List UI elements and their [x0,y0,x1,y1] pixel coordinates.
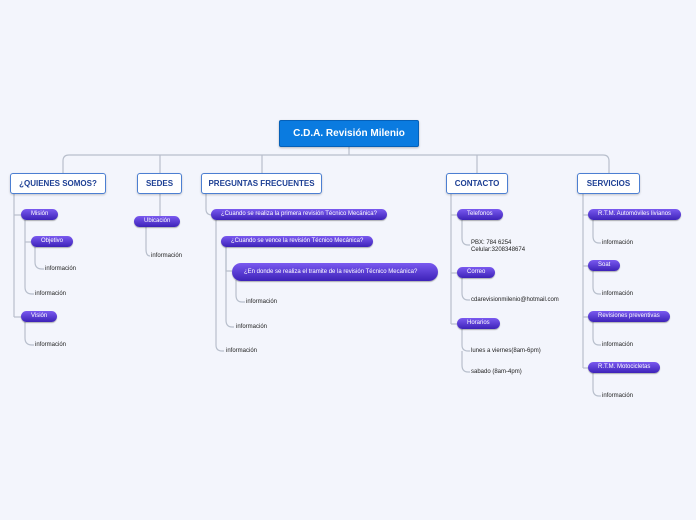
info-telefonos: PBX: 784 6254 Celular:3208348674 [471,240,526,253]
topic-quienes-somos[interactable]: ¿QUIENES SOMOS? [10,173,106,194]
info-question-2: información [236,324,268,330]
info-soat: información [602,291,634,297]
subtopic-rtm-motocicletas[interactable]: R.T.M. Motocicletas [588,362,661,373]
info-mision: información [35,291,67,297]
subtopic-ubicacion[interactable]: Ubicación [134,216,181,227]
topic-preguntas-frecuentes[interactable]: PREGUNTAS FRECUENTES [201,173,322,194]
info-rtm-automoviles: información [602,240,634,246]
info-correo: cdarevisionmilenio@hotmail.com [471,297,559,303]
info-objetivo: información [45,266,77,272]
root-topic[interactable]: C.D.A. Revisión Milenio [279,120,419,147]
subtopic-question-1[interactable]: ¿Cuando se realiza la primera revisión T… [211,209,387,220]
topic-servicios[interactable]: SERVICIOS [577,173,640,194]
subtopic-vision[interactable]: Visión [21,311,58,322]
info-revisiones-preventivas: información [602,342,634,348]
subtopic-revisiones-preventivas[interactable]: Revisiones preventivas [588,311,670,322]
info-vision: información [35,342,67,348]
info-ubicacion: información [151,253,183,259]
subtopic-soat[interactable]: Soat [588,260,621,271]
subtopic-telefonos[interactable]: Telefonos [457,209,503,220]
subtopic-question-2[interactable]: ¿Cuando se vence la revisión Técnico Mec… [221,236,374,247]
subtopic-mision[interactable]: Misión [21,209,59,220]
topic-sedes[interactable]: SEDES [137,173,182,194]
subtopic-objetivo[interactable]: Objetivo [31,236,74,247]
topic-contacto[interactable]: CONTACTO [446,173,508,194]
subtopic-question-3[interactable]: ¿En donde se realiza el tramite de la re… [232,263,438,281]
info-question-1: información [226,348,258,354]
info-rtm-motocicletas: información [602,393,634,399]
subtopic-correo[interactable]: Correo [457,267,496,278]
info-horario-saturday: sabado (8am-4pm) [471,369,522,375]
subtopic-horarios[interactable]: Horarios [457,318,500,329]
subtopic-rtm-automoviles[interactable]: R.T.M. Automóviles livianos [588,209,682,220]
info-horario-weekday: lunes a viernes(8am-6pm) [471,348,541,354]
info-question-3: información [246,299,278,305]
